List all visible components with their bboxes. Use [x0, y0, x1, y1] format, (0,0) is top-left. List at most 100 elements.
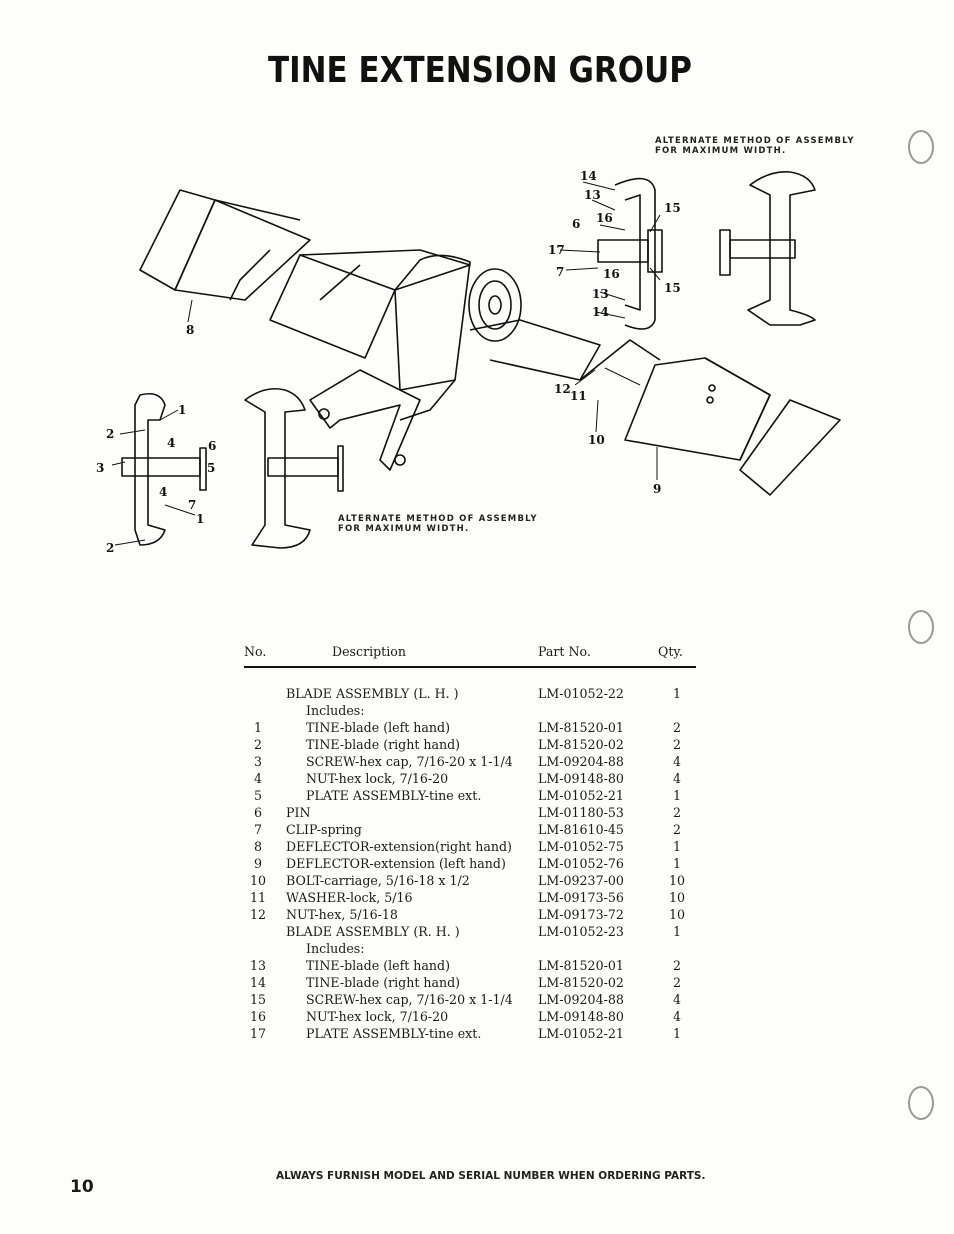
- footer-notice: ALWAYS FURNISH MODEL AND SERIAL NUMBER W…: [276, 1170, 706, 1182]
- header-no: No.: [244, 643, 272, 668]
- cell-description: WASHER-lock, 5/16: [286, 890, 413, 905]
- cell-description: Includes:: [306, 703, 365, 718]
- callout-2: 2: [106, 427, 114, 441]
- tine-assembly-right: [597, 177, 663, 330]
- table-row: 7 CLIP-spring LM-81610-45 2: [244, 821, 696, 838]
- deflector-extension-left-hand: [624, 357, 841, 496]
- parts-table: No. Description Part No. Qty. BLADE ASSE…: [244, 643, 696, 1042]
- callout-15-lower: 15: [664, 281, 681, 295]
- cell-qty: 1: [672, 686, 681, 701]
- cell-part-no: LM-09237-00: [538, 873, 624, 888]
- cell-qty: 1: [672, 839, 681, 854]
- cell-description: BOLT-carriage, 5/16-18 x 1/2: [286, 873, 470, 888]
- cell-part-no: LM-09204-88: [538, 992, 624, 1007]
- callout-17: 17: [548, 243, 565, 257]
- cell-qty: 10: [668, 907, 686, 922]
- cell-description: DEFLECTOR-extension (left hand): [286, 856, 506, 871]
- table-row: 9 DEFLECTOR-extension (left hand) LM-01052…: [244, 855, 696, 872]
- cell-qty: 1: [672, 1026, 681, 1041]
- cell-part-no: [538, 702, 658, 719]
- note-line: FOR MAXIMUM WIDTH.: [338, 524, 470, 534]
- cell-qty: 1: [672, 856, 681, 871]
- table-row: Includes:: [244, 702, 696, 719]
- callout-4-lower: 4: [159, 485, 167, 499]
- cell-description: BLADE ASSEMBLY (L. H. ): [286, 686, 459, 701]
- cell-description: CLIP-spring: [286, 822, 362, 837]
- cell-part-no: LM-01052-21: [538, 788, 624, 803]
- cell-no: 12: [249, 907, 267, 922]
- tine-assembly-left: [121, 392, 207, 546]
- cell-qty: 10: [668, 873, 686, 888]
- cell-qty: 2: [672, 958, 681, 973]
- deflector-extension-right-hand: [139, 189, 311, 301]
- cell-no: 9: [253, 856, 262, 871]
- alternate-assembly-note-top: ALTERNATE METHOD OF ASSEMBLY FOR MAXIMUM…: [655, 136, 855, 156]
- cell-part-no: LM-01052-76: [538, 856, 624, 871]
- cell-part-no: LM-01052-23: [538, 924, 624, 939]
- cell-qty: 2: [672, 822, 681, 837]
- binder-hole-ring: [908, 1086, 934, 1120]
- cell-part-no: LM-01052-21: [538, 1026, 624, 1041]
- cell-description: PLATE ASSEMBLY-tine ext.: [306, 1026, 482, 1041]
- cell-part-no: LM-01180-53: [538, 805, 624, 820]
- tine-assembly-alternate-bottom: [244, 387, 344, 549]
- callout-16: 16: [596, 211, 613, 225]
- note-line: ALTERNATE METHOD OF ASSEMBLY: [338, 514, 538, 524]
- cell-qty: [658, 940, 696, 957]
- cell-no: 17: [249, 1026, 267, 1041]
- cell-part-no: LM-81520-02: [538, 737, 624, 752]
- cell-no: 14: [249, 975, 267, 990]
- callout-9: 9: [653, 482, 661, 496]
- header-description: Description: [272, 643, 538, 668]
- cell-qty: 2: [672, 737, 681, 752]
- callout-1-lower: 1: [196, 512, 204, 526]
- cell-qty: 4: [672, 754, 681, 769]
- cell-qty: 4: [672, 992, 681, 1007]
- table-row: 10 BOLT-carriage, 5/16-18 x 1/2 LM-09237-0…: [244, 872, 696, 889]
- cell-no: 7: [253, 822, 262, 837]
- cell-no: [244, 940, 272, 957]
- callout-5: 5: [207, 461, 215, 475]
- cell-no: 4: [253, 771, 262, 786]
- page-number: 10: [70, 1177, 94, 1197]
- exploded-parts-diagram: 14 13 6 16 17 7 16 13 14 15 15 8 12 11 1…: [96, 169, 841, 555]
- cell-description: TINE-blade (left hand): [306, 720, 451, 735]
- callout-4: 4: [167, 436, 175, 450]
- header-qty: Qty.: [658, 643, 696, 668]
- cell-part-no: LM-09173-56: [538, 890, 624, 905]
- cell-qty: 10: [668, 890, 686, 905]
- cell-description: TINE-blade (right hand): [306, 737, 461, 752]
- cell-qty: 1: [672, 788, 681, 803]
- callout-7: 7: [556, 265, 564, 279]
- cell-no: 10: [249, 873, 267, 888]
- cell-description: TINE-blade (right hand): [306, 975, 461, 990]
- tine-assembly-alternate-top: [719, 170, 816, 326]
- cell-part-no: LM-01052-75: [538, 839, 624, 854]
- cell-description: NUT-hex, 5/16-18: [286, 907, 398, 922]
- cell-description: SCREW-hex cap, 7/16-20 x 1-1/4: [306, 754, 513, 769]
- callout-6-left: 6: [208, 439, 216, 453]
- callout-12: 12: [554, 382, 571, 396]
- callout-2-lower: 2: [106, 541, 114, 555]
- cell-no: 6: [253, 805, 262, 820]
- cell-no: 5: [253, 788, 262, 803]
- cell-part-no: LM-81520-02: [538, 975, 624, 990]
- header-part-no: Part No.: [538, 643, 658, 668]
- callout-13: 13: [584, 188, 601, 202]
- callout-16-lower: 16: [603, 267, 620, 281]
- cell-qty: 4: [672, 771, 681, 786]
- callout-1: 1: [178, 403, 186, 417]
- cell-part-no: LM-81610-45: [538, 822, 624, 837]
